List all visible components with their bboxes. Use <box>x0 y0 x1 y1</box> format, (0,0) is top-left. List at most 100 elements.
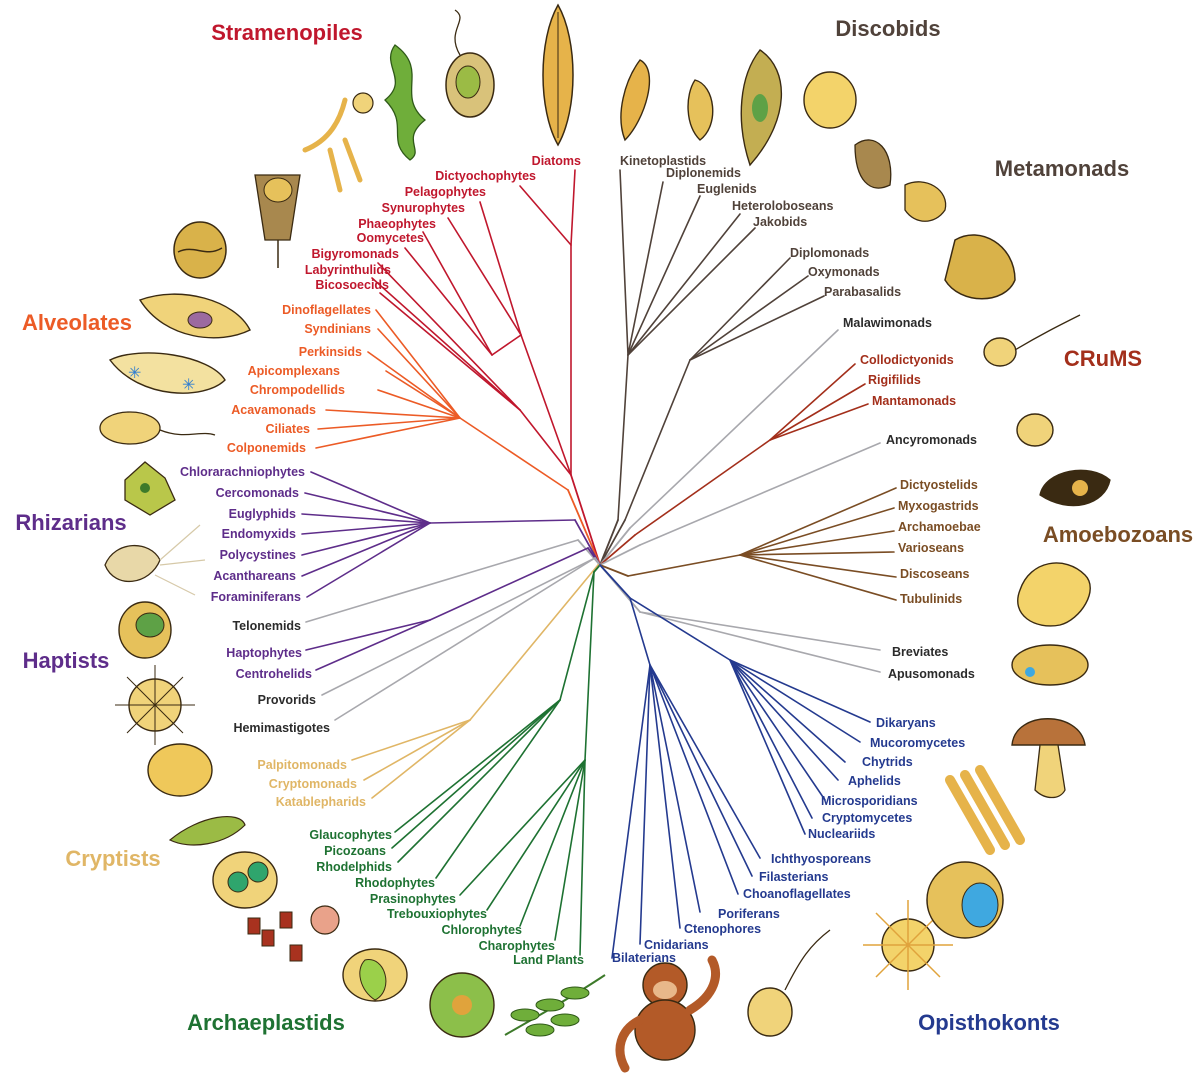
taxon-dictyochophytes: Dictyochophytes <box>435 169 536 183</box>
parabasalid-illustration <box>944 234 1016 300</box>
ichthyosporean-illustration <box>926 861 1004 939</box>
taxon-bilaterians: Bilaterians <box>612 951 676 965</box>
clade-stem-malawimonads <box>599 527 631 566</box>
taxon-apicomplexans: Apicomplexans <box>248 364 340 378</box>
taxon-euglenids: Euglenids <box>697 182 757 196</box>
tree-branch-dinoflagellates <box>375 309 461 419</box>
tree-branch <box>429 547 589 621</box>
tree-branch-chlorophytes <box>519 759 586 927</box>
tree-branch-rhodelphids <box>397 699 561 863</box>
tree-branch-labyrinthulids <box>371 277 521 411</box>
tree-branch-apusomonads <box>639 611 881 673</box>
taxon-cercomonads: Cercomonads <box>216 486 299 500</box>
taxon-collodictyonids: Collodictyonids <box>860 353 954 367</box>
clade-stem-opisthokonts <box>599 564 631 599</box>
amoebozoan-illustration <box>1039 469 1111 507</box>
taxon-kinetoplastids: Kinetoplastids <box>620 154 706 168</box>
svg-text:✳: ✳ <box>128 363 141 382</box>
taxon-palpitomonads: Palpitomonads <box>257 758 347 772</box>
group-label-haptists: Haptists <box>23 648 110 673</box>
bicosoecid-illustration <box>254 174 301 268</box>
taxon-euglyphids: Euglyphids <box>229 507 296 521</box>
choanoflagellate-illustration <box>747 929 831 1037</box>
cryptist-illustration <box>147 743 246 846</box>
taxon-discoseans: Discoseans <box>900 567 970 581</box>
taxon-poriferans: Poriferans <box>718 907 780 921</box>
mushroom-illustration <box>1011 718 1086 799</box>
clade-stem-crums <box>599 534 636 566</box>
taxon-tubulinids: Tubulinids <box>900 592 962 606</box>
tree-branch-dictyostelids <box>739 487 897 556</box>
amoeba-illustration <box>1017 562 1091 627</box>
tree-branch <box>520 334 572 476</box>
clade-stem-rhizarians <box>574 519 601 566</box>
oxymonad-illustration <box>904 181 947 222</box>
taxon-chytrids: Chytrids <box>862 755 913 769</box>
tree-branch-glaucophytes <box>394 699 561 833</box>
diplonemid-illustration <box>687 79 714 141</box>
taxon-apusomonads: Apusomonads <box>888 667 975 681</box>
tree-branch-oxymonads <box>689 275 809 361</box>
tree-branch-archamoebae <box>739 530 895 556</box>
tree-branch <box>491 334 522 356</box>
taxon-dictyostelids: Dictyostelids <box>900 478 978 492</box>
tree-branch-hemimastigotes <box>334 557 596 721</box>
tree-branch-bigyromonads <box>377 262 521 411</box>
taxon-provorids: Provorids <box>258 693 316 707</box>
taxon-foraminiferans: Foraminiferans <box>211 590 301 604</box>
clade-stem-metamonads <box>599 519 626 566</box>
tree-branch-euglenids <box>627 195 701 356</box>
tree-branch <box>624 359 691 521</box>
taxon-aphelids: Aphelids <box>848 774 901 788</box>
taxon-bicosoecids: Bicosoecids <box>315 278 389 292</box>
tree-branch-charophytes <box>554 759 586 941</box>
taxon-cnidarians: Cnidarians <box>644 938 709 952</box>
clade-stem-amoebozoans <box>599 564 629 577</box>
tree-branch-pelagophytes <box>479 201 522 336</box>
taxon-parabasalids: Parabasalids <box>824 285 901 299</box>
green-alga-illustration <box>342 948 408 1002</box>
group-label-archaeplastids: Archaeplastids <box>187 1010 345 1035</box>
group-label-opisthokonts: Opisthokonts <box>918 1010 1060 1035</box>
tree-branch-oomycetes <box>404 247 493 356</box>
flagellate-illustration <box>445 9 495 118</box>
taxon-land-plants: Land Plants <box>513 953 584 967</box>
clade-stem-stramenopiles <box>570 474 601 566</box>
taxon-prasinophytes: Prasinophytes <box>370 892 456 906</box>
tree-branch-foraminiferans <box>306 522 431 598</box>
tree-branch-prasinophytes <box>459 759 586 896</box>
taxon-cryptomonads: Cryptomonads <box>269 777 357 791</box>
taxon-acavamonads: Acavamonads <box>231 403 316 417</box>
taxon-oxymonads: Oxymonads <box>808 265 880 279</box>
taxon-chrompodellids: Chrompodellids <box>250 383 345 397</box>
taxon-pelagophytes: Pelagophytes <box>405 185 486 199</box>
colonial-alga-illustration <box>429 972 495 1038</box>
taxon-perkinsids: Perkinsids <box>299 345 362 359</box>
tree-branch-filasterians <box>649 664 753 877</box>
phylogenetic-tree-branches <box>301 169 897 959</box>
tree-branch-picozoans <box>391 699 561 849</box>
taxon-breviates: Breviates <box>892 645 948 659</box>
tree-branch-euglyphids <box>301 513 431 524</box>
tree-branch <box>469 564 599 721</box>
chlorarachniophyte-illustration <box>124 461 176 516</box>
tree-branch-ciliates <box>317 417 461 430</box>
tree-branch-endomyxids <box>301 522 431 535</box>
tree-branch-jakobids <box>627 227 756 356</box>
taxon-rhodelphids: Rhodelphids <box>316 860 392 874</box>
tree-branch-provorids <box>321 557 596 696</box>
taxon-microsporidians: Microsporidians <box>821 794 918 808</box>
group-label-metamonads: Metamonads <box>995 156 1129 181</box>
tree-branch-ichthyosporeans <box>649 664 761 859</box>
tree-branch-poriferans <box>649 664 701 913</box>
taxon-centrohelids: Centrohelids <box>236 667 312 681</box>
tree-branch-parabasalids <box>689 295 825 361</box>
tree-branch-acavamonads <box>325 409 461 419</box>
tree-branch-rigifilids <box>769 383 866 441</box>
tree-branch <box>617 354 629 521</box>
tree-branch-cryptomonads <box>363 719 471 781</box>
tree-branch <box>429 519 576 524</box>
jakobid-illustration <box>803 71 857 129</box>
taxon-varioseans: Varioseans <box>898 541 964 555</box>
dinoflagellate-illustration <box>173 221 227 279</box>
